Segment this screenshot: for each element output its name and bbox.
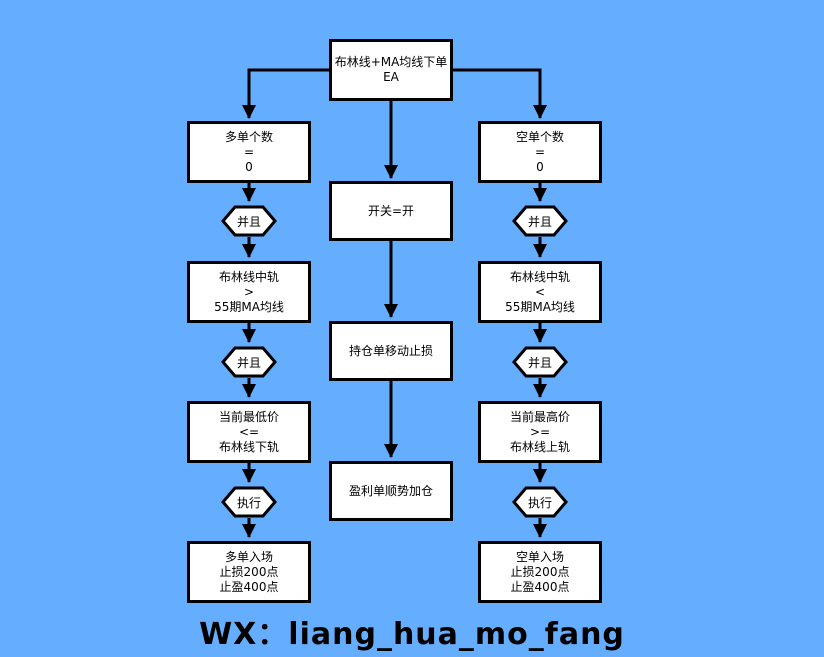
node-line: 布林线+MA均线下单: [334, 55, 448, 69]
node-line: 持仓单移动止损: [348, 343, 433, 358]
node-short-and-2: 并且: [512, 346, 568, 378]
node-line: 布林线上轨: [509, 439, 570, 454]
node-line: 布林线中轨: [509, 269, 570, 284]
hexagon-shape-icon: [512, 346, 568, 378]
hex-label: 并且: [236, 355, 261, 370]
hexagon-shape-icon: [221, 205, 277, 237]
hexagon-shape-icon: [512, 486, 568, 518]
node-line: 多单个数: [224, 129, 273, 144]
node-long-exec: 执行: [221, 486, 277, 518]
node-line: 当前最低价: [218, 409, 279, 424]
node-line: 止损200点: [510, 564, 570, 579]
hexagon-shape-icon: [221, 346, 277, 378]
node-line: 55期MA均线: [214, 299, 284, 314]
node-line: 止损200点: [219, 564, 279, 579]
node-line: >: [243, 284, 255, 299]
node-line: =: [243, 144, 255, 159]
node-long-cond-1: 布林线中轨 > 55期MA均线: [187, 261, 311, 323]
node-line: 止盈400点: [510, 579, 570, 594]
node-line: 止盈400点: [219, 579, 279, 594]
node-line: 0: [536, 159, 544, 174]
node-line: 当前最高价: [509, 409, 570, 424]
node-line: >=: [529, 424, 551, 439]
hex-label: 并且: [236, 214, 261, 229]
watermark-text: WX：liang_hua_mo_fang: [199, 617, 625, 652]
hexagon-shape-icon: [512, 205, 568, 237]
node-root-ea: 布林线+MA均线下单 EA: [329, 39, 453, 101]
node-long-and-2: 并且: [221, 346, 277, 378]
connector-root-to-short: [453, 68, 547, 119]
node-short-and-1: 并且: [512, 205, 568, 237]
node-line: <: [534, 284, 546, 299]
hex-label: 并且: [527, 214, 552, 229]
node-line: EA: [383, 70, 399, 84]
node-long-cond-2: 当前最低价 <= 布林线下轨: [187, 401, 311, 463]
node-line: 多单入场: [224, 549, 273, 564]
node-line: 0: [245, 159, 253, 174]
node-line: 空单入场: [515, 549, 564, 564]
node-long-and-1: 并且: [221, 205, 277, 237]
node-long-entry: 多单入场 止损200点 止盈400点: [187, 541, 311, 603]
node-switch: 开关=开: [329, 181, 453, 241]
node-line: 空单个数: [515, 129, 564, 144]
node-short-exec: 执行: [512, 486, 568, 518]
hex-label: 执行: [527, 495, 552, 510]
hex-label: 并且: [527, 355, 552, 370]
hex-label: 执行: [236, 495, 261, 510]
node-line: =: [534, 144, 546, 159]
node-add-position: 盈利单顺势加仓: [329, 461, 453, 521]
node-short-cond-1: 布林线中轨 < 55期MA均线: [478, 261, 602, 323]
node-long-count: 多单个数 = 0: [187, 121, 311, 183]
connector-root-to-long: [242, 68, 329, 119]
node-short-entry: 空单入场 止损200点 止盈400点: [478, 541, 602, 603]
node-line: 盈利单顺势加仓: [348, 483, 433, 498]
node-line: <=: [238, 424, 260, 439]
hexagon-shape-icon: [221, 486, 277, 518]
node-line: 开关=开: [367, 203, 415, 218]
node-short-cond-2: 当前最高价 >= 布林线上轨: [478, 401, 602, 463]
node-trailing-stop: 持仓单移动止损: [329, 321, 453, 381]
node-line: 布林线中轨: [218, 269, 279, 284]
node-line: 布林线下轨: [218, 439, 279, 454]
node-short-count: 空单个数 = 0: [478, 121, 602, 183]
node-line: 55期MA均线: [505, 299, 575, 314]
